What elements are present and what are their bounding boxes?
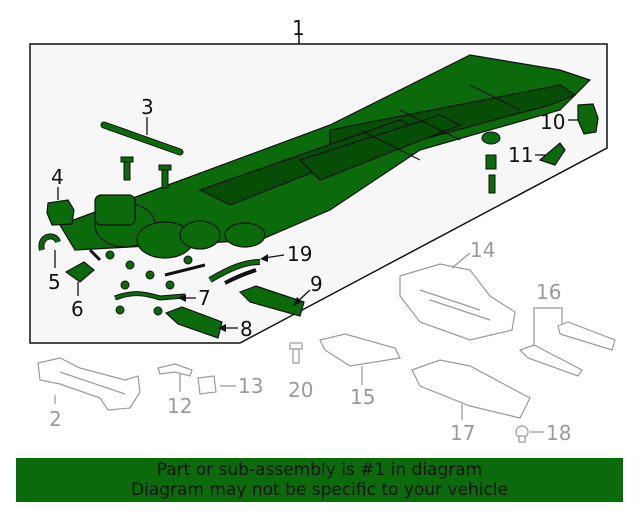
callout-20[interactable]: 20 <box>288 378 313 402</box>
callout-18[interactable]: 18 <box>546 421 571 445</box>
part-12-bracket[interactable] <box>157 363 193 377</box>
callout-13[interactable]: 13 <box>238 374 263 398</box>
part-16-rails[interactable] <box>518 321 616 377</box>
callout-3[interactable]: 3 <box>141 95 154 119</box>
part-7-link[interactable] <box>114 291 186 301</box>
callout-7[interactable]: 7 <box>198 286 211 310</box>
part-3-rod[interactable] <box>100 121 184 156</box>
banner-line-1: Part or sub-assembly is #1 in diagram <box>156 460 483 480</box>
callout-19[interactable]: 19 <box>287 242 312 266</box>
arrow-19 <box>260 254 268 262</box>
callout-2[interactable]: 2 <box>49 407 62 431</box>
part-4-bracket[interactable] <box>46 199 75 226</box>
callout-14[interactable]: 14 <box>470 238 495 262</box>
callout-4[interactable]: 4 <box>51 165 64 189</box>
axle-cluster[interactable] <box>94 194 266 259</box>
callout-17[interactable]: 17 <box>450 421 475 445</box>
part-11-bracket[interactable] <box>538 142 566 166</box>
callout-1[interactable]: 1 <box>292 16 305 40</box>
callout-15[interactable]: 15 <box>350 385 375 409</box>
callout-6[interactable]: 6 <box>71 297 84 321</box>
callout-16[interactable]: 16 <box>536 280 561 304</box>
arrow-9 <box>293 297 302 306</box>
small-parts[interactable] <box>88 248 206 316</box>
part-19-bar[interactable] <box>208 259 261 285</box>
callout-10[interactable]: 10 <box>540 110 565 134</box>
body-mounts[interactable] <box>481 131 501 194</box>
part-9-crossmember[interactable] <box>238 285 305 317</box>
leader-16 <box>533 307 563 346</box>
leader-14 <box>451 252 471 269</box>
arrow-8 <box>218 324 226 332</box>
part-14-skid[interactable] <box>399 263 516 341</box>
part-15-shield[interactable] <box>319 333 401 367</box>
part-13-clip[interactable] <box>197 375 217 395</box>
callout-11[interactable]: 11 <box>508 143 533 167</box>
part-8-plate[interactable] <box>164 306 223 339</box>
callout-5[interactable]: 5 <box>48 270 61 294</box>
part-17-shield[interactable] <box>411 359 531 419</box>
arrow-7 <box>178 294 186 302</box>
part-18-fastener[interactable] <box>515 425 529 443</box>
bolts-upper[interactable] <box>120 156 172 189</box>
part-5-hook[interactable] <box>38 233 61 251</box>
banner-line-2: Diagram may not be specific to your vehi… <box>130 480 508 500</box>
callout-9[interactable]: 9 <box>310 272 323 296</box>
callout-12[interactable]: 12 <box>167 394 192 418</box>
info-banner: Part or sub-assembly is #1 in diagram Di… <box>16 458 623 502</box>
part-20-bolt[interactable] <box>289 342 303 364</box>
callout-8[interactable]: 8 <box>240 317 253 341</box>
part-2-crossmember[interactable] <box>37 357 141 411</box>
part-6-mount[interactable] <box>64 261 95 283</box>
